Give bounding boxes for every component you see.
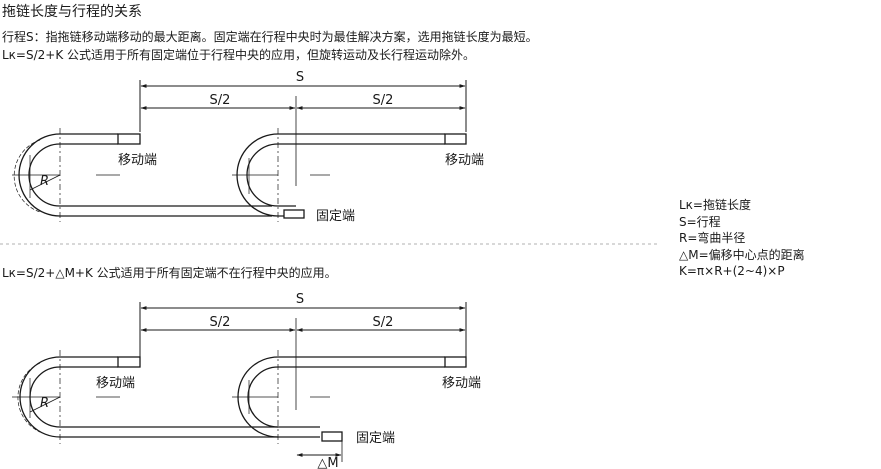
legend-item: K=π×R+(2~4)×P: [679, 264, 785, 278]
label-delta-m: △M: [317, 456, 338, 469]
chain-inner-right: [247, 366, 445, 428]
fixed-end-block: [321, 431, 343, 442]
symbol-legend: Lк=拖链长度 S=行程 R=弯曲半径 △M=偏移中心点的距离 K=π×R+(2…: [679, 197, 805, 280]
moving-end-block-right: [444, 133, 467, 145]
legend-item: R=弯曲半径: [679, 231, 746, 245]
legend-item: Lк=拖链长度: [679, 198, 751, 212]
diagram-offset: [12, 302, 467, 462]
label-moving-end-right: 移动端: [442, 376, 481, 391]
legend-item: △M=偏移中心点的距离: [679, 247, 805, 262]
stroke-definition-text: 行程S：指拖链移动端移动的最大距离。固定端在行程中央时为最佳解决方案，选用拖链长…: [2, 30, 538, 44]
label-radius: R: [40, 174, 49, 189]
legend-item: S=行程: [679, 214, 721, 229]
label-moving-end-left: 移动端: [96, 376, 135, 391]
dimension-label-s: S: [296, 292, 304, 307]
dimension-label-half-right: S/2: [373, 93, 394, 108]
moving-end-block-left: [117, 133, 141, 145]
diagram-centered: [12, 80, 467, 222]
label-fixed-end: 固定端: [356, 431, 395, 446]
radius-line: [29, 174, 61, 191]
bend-radius-arc: [13, 139, 41, 213]
formula-centered-text: Lк=S/2+K 公式适用于所有固定端位于行程中央的应用，但旋转运动及长行程运动…: [2, 48, 476, 62]
moving-end-block-left: [117, 356, 141, 368]
dimension-label-half-right: S/2: [373, 315, 394, 330]
label-moving-end-right: 移动端: [445, 153, 484, 168]
label-moving-end-left: 移动端: [118, 153, 157, 168]
bend-radius-arc: [17, 362, 41, 433]
formula-offset-text: Lк=S/2+△M+K 公式适用于所有固定端不在行程中央的应用。: [2, 266, 337, 280]
label-fixed-end: 固定端: [316, 209, 355, 224]
fixed-end-block: [283, 209, 305, 219]
radius-line: [29, 396, 61, 413]
label-radius: R: [40, 396, 49, 411]
dimension-label-half-left: S/2: [210, 93, 231, 108]
moving-end-block-right: [444, 356, 467, 368]
dimension-label-half-left: S/2: [210, 315, 231, 330]
dimension-label-s: S: [296, 70, 304, 85]
chain-outer-right: [237, 356, 445, 438]
page-title: 拖链长度与行程的关系: [2, 4, 142, 20]
